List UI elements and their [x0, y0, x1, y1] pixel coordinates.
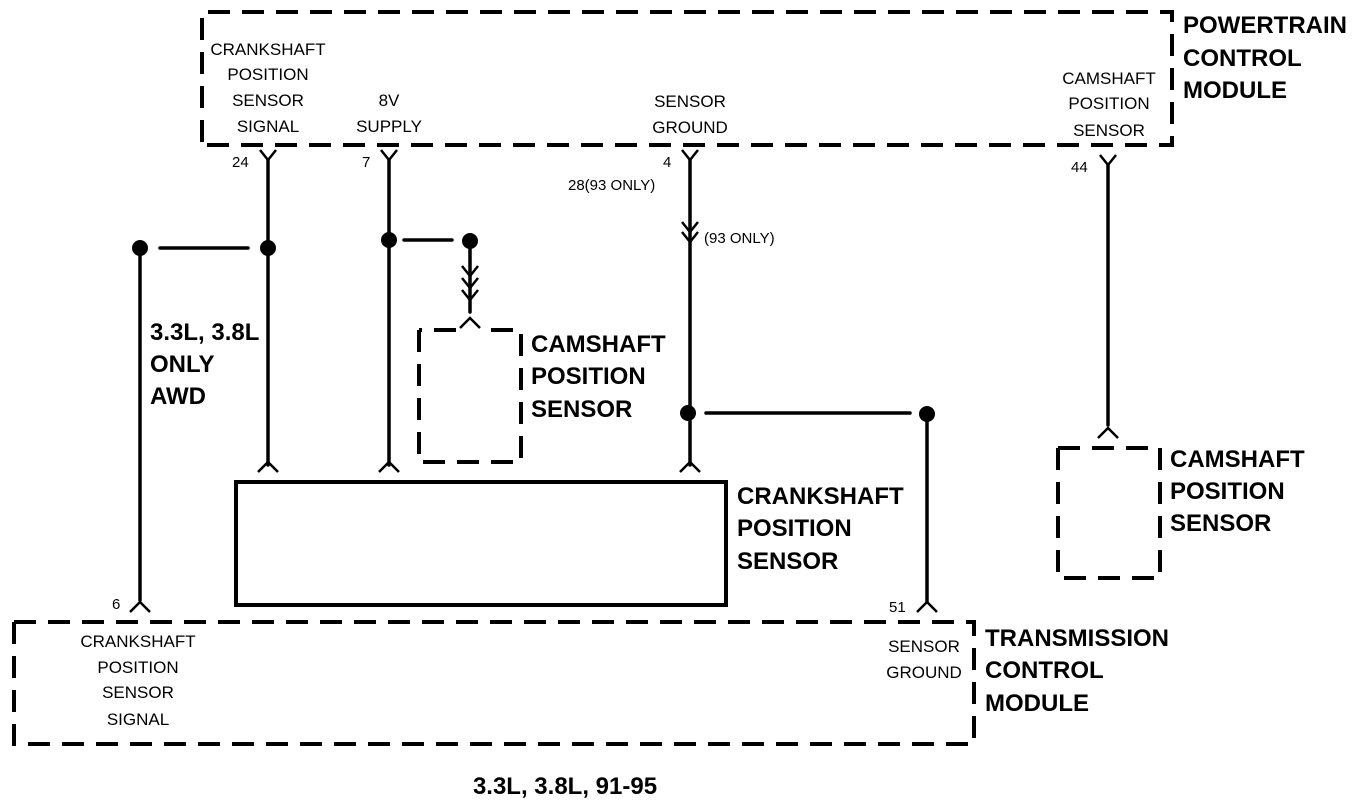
- svg-text:POSITION: POSITION: [227, 65, 308, 84]
- svg-text:CRANKSHAFT: CRANKSHAFT: [80, 632, 195, 651]
- svg-text:SENSOR: SENSOR: [1170, 510, 1271, 537]
- svg-text:POSITION: POSITION: [737, 515, 852, 542]
- pin-24: 24: [232, 154, 249, 171]
- tcm-sensor-ground-label: SENSOR GROUND: [886, 637, 962, 682]
- svg-text:AWD: AWD: [150, 383, 206, 410]
- cam-sensor-center-box: [417, 328, 523, 464]
- svg-text:SENSOR: SENSOR: [888, 637, 960, 656]
- svg-text:ONLY: ONLY: [150, 351, 214, 378]
- svg-text:CONTROL: CONTROL: [985, 657, 1104, 684]
- svg-text:MODULE: MODULE: [1183, 77, 1287, 104]
- ground-inline-connector: [681, 221, 699, 245]
- splice-8v: [381, 232, 397, 248]
- svg-text:CAMSHAFT: CAMSHAFT: [531, 331, 666, 358]
- splice-crank-signal: [260, 240, 276, 256]
- svg-text:SENSOR: SENSOR: [102, 683, 174, 702]
- svg-text:POSITION: POSITION: [1068, 94, 1149, 113]
- svg-text:SENSOR: SENSOR: [232, 91, 304, 110]
- ground-93-only-note: (93 ONLY): [704, 230, 775, 247]
- svg-text:GROUND: GROUND: [652, 118, 728, 137]
- svg-text:SUPPLY: SUPPLY: [356, 117, 422, 136]
- pin-7: 7: [362, 154, 370, 171]
- svg-text:POWERTRAIN: POWERTRAIN: [1183, 12, 1347, 39]
- pcm-box: [200, 10, 1174, 147]
- pin-51: 51: [889, 599, 906, 616]
- pcm-cam-sensor-label: CAMSHAFT POSITION SENSOR: [1062, 69, 1156, 140]
- svg-text:POSITION: POSITION: [531, 363, 646, 390]
- svg-text:CRANKSHAFT: CRANKSHAFT: [210, 40, 325, 59]
- tcm-title: TRANSMISSION CONTROL MODULE: [985, 625, 1169, 717]
- svg-text:8V: 8V: [379, 91, 400, 110]
- awd-note: 3.3L, 3.8L ONLY AWD: [150, 319, 259, 410]
- svg-text:TRANSMISSION: TRANSMISSION: [985, 625, 1169, 652]
- crank-sensor-label: CRANKSHAFT POSITION SENSOR: [737, 483, 904, 575]
- crank-sensor-box: [234, 480, 728, 607]
- pin-28-alt: 28(93 ONLY): [568, 177, 655, 194]
- svg-text:MODULE: MODULE: [985, 690, 1089, 717]
- svg-text:3.3L, 3.8L: 3.3L, 3.8L: [150, 319, 259, 346]
- pin-4: 4: [663, 154, 671, 171]
- pin-6: 6: [112, 596, 120, 613]
- svg-text:POSITION: POSITION: [97, 658, 178, 677]
- svg-text:CONTROL: CONTROL: [1183, 45, 1302, 72]
- cam-sensor-center-pin: [459, 316, 481, 329]
- cam-inline-connector: [461, 265, 479, 291]
- pin-44: 44: [1071, 159, 1088, 176]
- svg-text:SENSOR: SENSOR: [737, 548, 838, 575]
- svg-text:SENSOR: SENSOR: [1073, 121, 1145, 140]
- pcm-title: POWERTRAIN CONTROL MODULE: [1183, 12, 1347, 104]
- pcm-crank-signal-label: CRANKSHAFT POSITION SENSOR SIGNAL: [210, 40, 325, 136]
- svg-text:SENSOR: SENSOR: [531, 396, 632, 423]
- svg-text:CAMSHAFT: CAMSHAFT: [1062, 69, 1156, 88]
- svg-text:CRANKSHAFT: CRANKSHAFT: [737, 483, 904, 510]
- crank-sensor-pin-3: [679, 460, 701, 473]
- cam-sensor-center-label: CAMSHAFT POSITION SENSOR: [531, 331, 666, 423]
- crank-sensor-pin-1: [257, 460, 279, 473]
- pcm-8v-supply-label: 8V SUPPLY: [356, 91, 422, 136]
- svg-text:POSITION: POSITION: [1170, 478, 1285, 505]
- tcm-crank-signal-label: CRANKSHAFT POSITION SENSOR SIGNAL: [80, 632, 195, 729]
- cam-sensor-right-pin: [1097, 426, 1119, 439]
- svg-text:GROUND: GROUND: [886, 663, 962, 682]
- splice-ground: [680, 405, 696, 421]
- cam-connector-female: [461, 289, 479, 303]
- svg-text:SENSOR: SENSOR: [654, 92, 726, 111]
- tcm-box: [12, 620, 976, 746]
- svg-text:SIGNAL: SIGNAL: [237, 117, 299, 136]
- cam-sensor-right-label: CAMSHAFT POSITION SENSOR: [1170, 446, 1305, 537]
- tcm-pin-6-connector: [129, 600, 151, 613]
- pcm-sensor-ground-label: SENSOR GROUND: [652, 92, 728, 137]
- cam-sensor-right-box: [1056, 446, 1162, 580]
- tcm-pin-51-connector: [916, 600, 938, 613]
- footer-caption: 3.3L, 3.8L, 91-95: [473, 773, 657, 800]
- crank-sensor-pin-2: [378, 460, 400, 473]
- svg-text:SIGNAL: SIGNAL: [107, 710, 169, 729]
- svg-text:CAMSHAFT: CAMSHAFT: [1170, 446, 1305, 473]
